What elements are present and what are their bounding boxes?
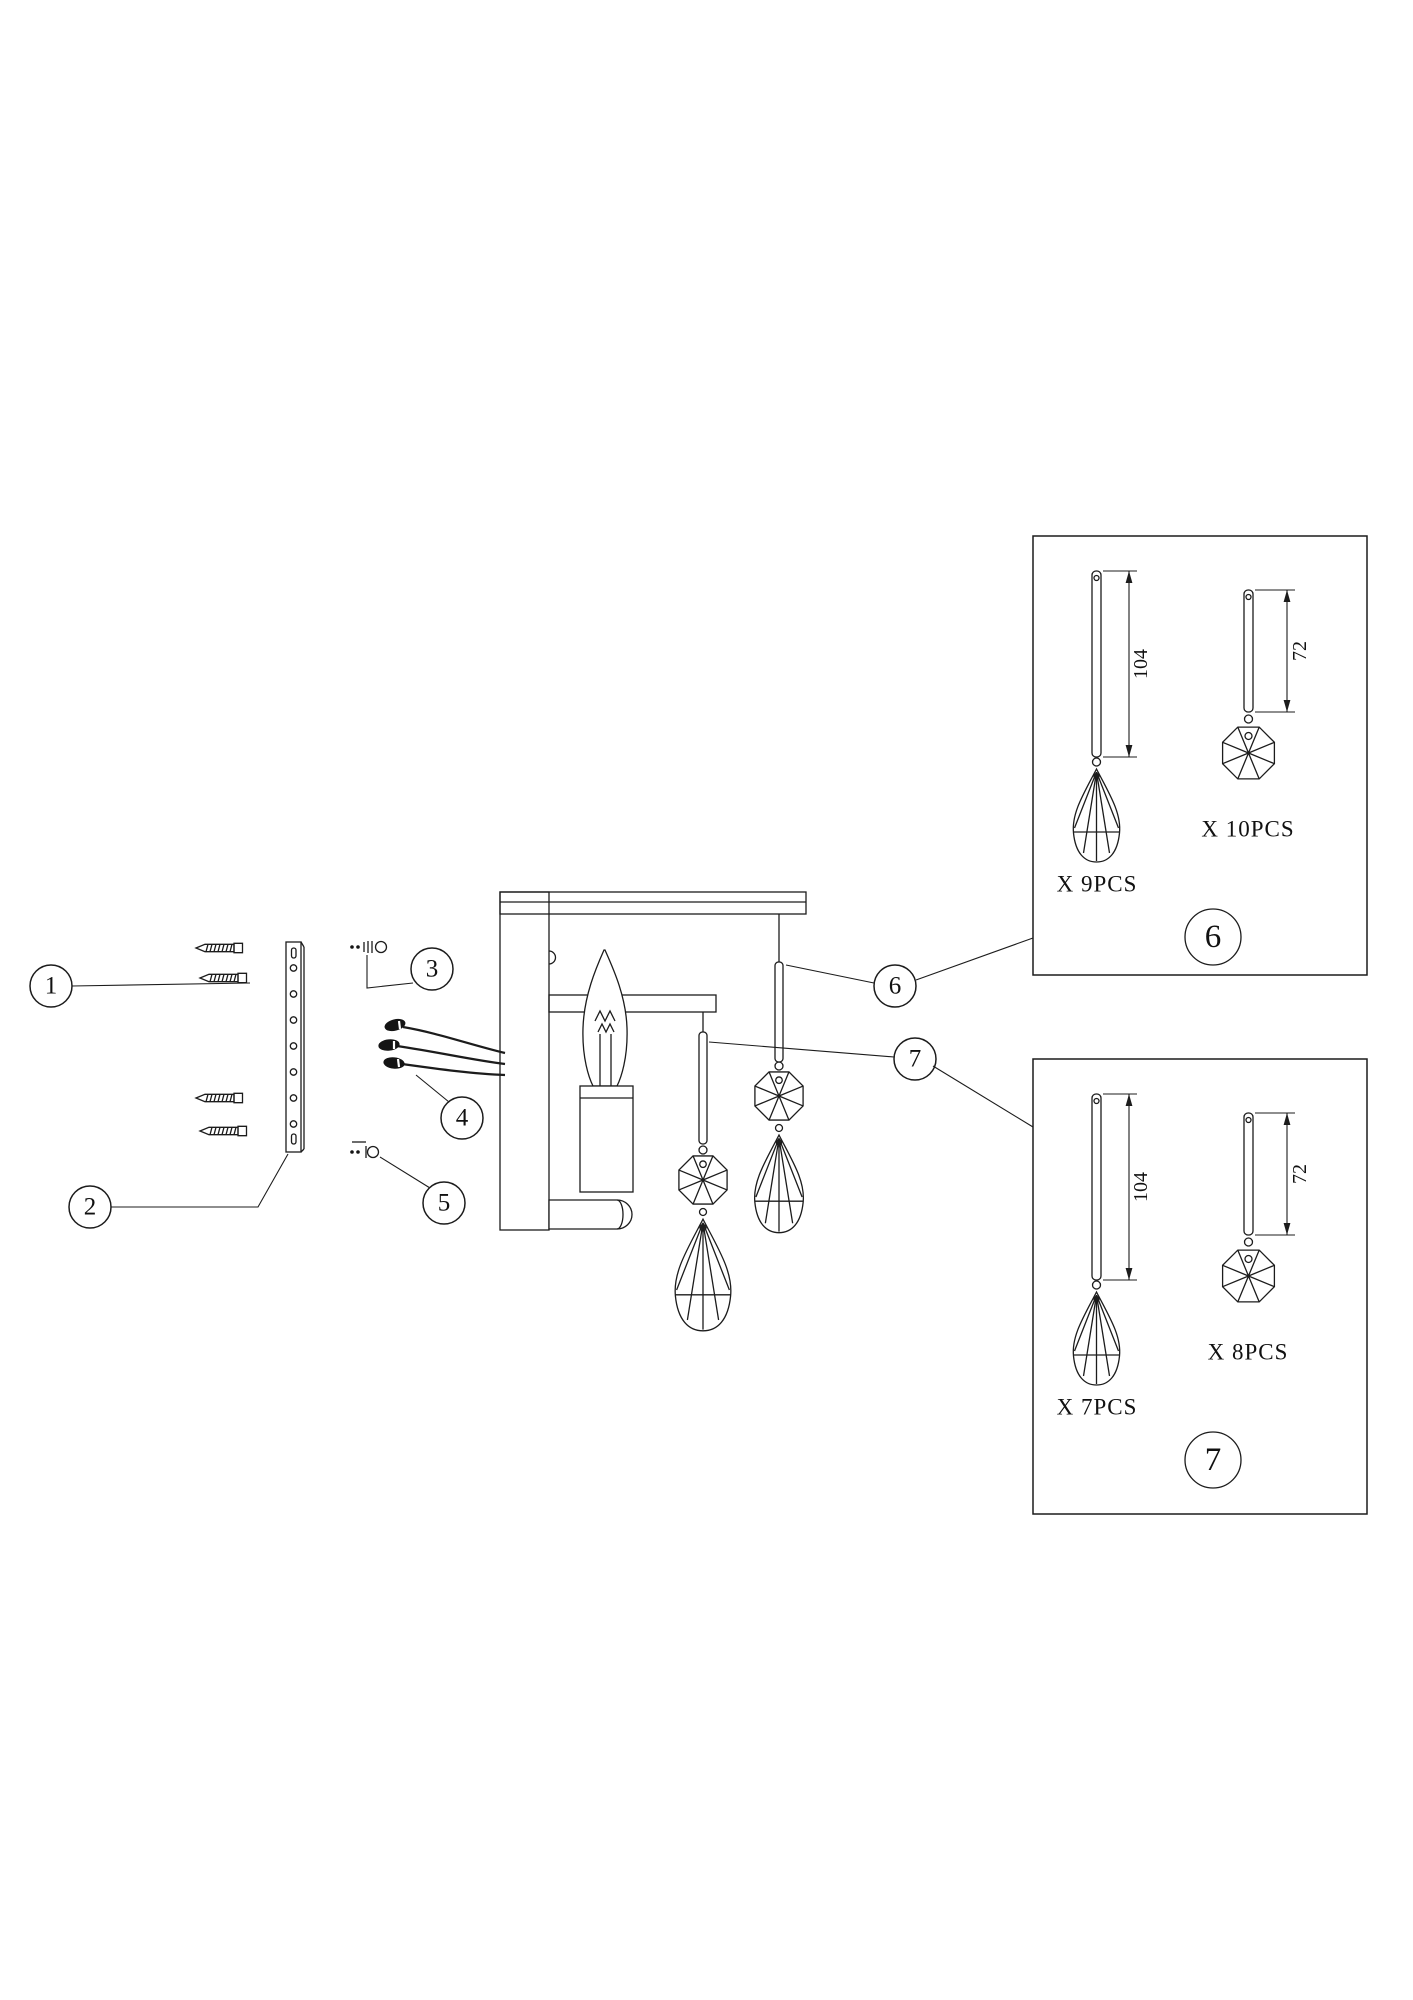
small-screw-item-5	[350, 1141, 380, 1159]
octagon-crystal-icon	[678, 1155, 728, 1205]
pendant-hook	[1091, 757, 1102, 767]
wire-connectors	[378, 1018, 506, 1077]
pendant-hook	[1243, 714, 1254, 724]
screw-head	[374, 940, 388, 954]
callout-5-label: 5	[438, 1190, 451, 1217]
bracket-hole	[289, 1068, 298, 1076]
wall-anchor-icon	[199, 1125, 248, 1137]
callout-4: 4	[440, 1096, 484, 1140]
wire-connector-tip	[384, 1018, 406, 1032]
pendant-hook	[774, 1123, 784, 1133]
callout-2-label: 2	[84, 1194, 97, 1221]
callout-7-label: 7	[909, 1046, 922, 1073]
wall-lamp-fixture	[499, 891, 807, 1231]
box7-label: 7	[1205, 1442, 1222, 1478]
callout-4-label: 4	[456, 1105, 469, 1132]
wire-connector-tip	[383, 1057, 405, 1069]
pendant-rod	[1091, 1093, 1102, 1281]
small-screw-item-3	[350, 940, 388, 954]
callout-5: 5	[422, 1181, 466, 1225]
bracket-slot	[290, 1133, 297, 1145]
box7-short-dimension: 72	[1255, 1112, 1311, 1236]
quantity-label: X 8PCS	[1208, 1340, 1289, 1365]
mounting-screws	[195, 942, 248, 1137]
callout-6: 6	[873, 964, 917, 1008]
screw-icon	[199, 972, 248, 984]
box7-label-balloon: 7	[1184, 1431, 1242, 1489]
callout-6-label: 6	[889, 973, 902, 1000]
detail-box-6: 104 X 9PCS 72 X 10PCS 6	[1032, 535, 1368, 976]
callout-3: 3	[410, 947, 454, 991]
detail-box-7-frame	[1032, 1058, 1368, 1515]
screw-head	[366, 1145, 380, 1159]
box7-long-pendant	[1072, 1093, 1121, 1386]
fixture-canopy	[499, 891, 807, 915]
fixture-bottom-tube	[548, 1199, 633, 1230]
bracket-hole	[289, 1120, 298, 1128]
pendant-hook	[774, 1061, 784, 1071]
wall-mounting-bracket	[285, 941, 305, 1153]
pendant-hook	[1243, 1237, 1254, 1247]
detail-box-6-frame	[1032, 535, 1368, 976]
pendant-rod	[698, 1031, 708, 1145]
bracket-plate	[285, 941, 302, 1153]
box7-long-dimension: 104	[1103, 1093, 1152, 1281]
bracket-hole	[289, 1016, 298, 1024]
callout-3-label: 3	[426, 956, 439, 983]
callout-1: 1	[29, 964, 73, 1008]
bulb-filament	[594, 1009, 616, 1023]
quantity-label: X 9PCS	[1057, 872, 1138, 897]
box7-short-pendant	[1221, 1112, 1276, 1303]
pendant-rod	[1091, 570, 1102, 758]
pendant-hook	[698, 1207, 708, 1217]
teardrop-crystal-icon	[674, 1218, 732, 1332]
dimension-label: 104	[1130, 1172, 1152, 1202]
octagon-crystal-icon	[1221, 1249, 1276, 1303]
teardrop-crystal-icon	[1072, 768, 1121, 863]
octagon-crystal-icon	[754, 1071, 804, 1121]
bracket-hole	[289, 1042, 298, 1050]
pendant-rod	[1243, 1112, 1254, 1236]
fixture-backplate	[499, 891, 550, 1231]
quantity-label: X 10PCS	[1201, 817, 1294, 842]
box6-label: 6	[1205, 919, 1222, 955]
wall-anchor-icon	[195, 1092, 244, 1104]
box6-long-dimension: 104	[1103, 570, 1152, 758]
bracket-hole	[289, 1094, 298, 1102]
teardrop-crystal-icon	[753, 1134, 805, 1234]
teardrop-crystal-icon	[1072, 1291, 1121, 1386]
dimension-label: 72	[1289, 641, 1311, 661]
pendant-hook	[698, 1145, 708, 1155]
callout-1-label: 1	[45, 973, 58, 1000]
box6-label-balloon: 6	[1184, 908, 1242, 966]
lamp-socket	[579, 1085, 634, 1193]
screw-icon	[195, 942, 244, 954]
backplate-boss	[548, 950, 557, 965]
pendant-hook	[1091, 1280, 1102, 1290]
bracket-hole	[289, 990, 298, 998]
callout-7: 7	[893, 1037, 937, 1081]
fixture-arm	[548, 994, 717, 1013]
bracket-hole	[289, 964, 298, 972]
bracket-slot	[290, 947, 297, 959]
box6-short-dimension: 72	[1255, 589, 1311, 713]
detail-box-7: 104 X 7PCS 72 X 8PCS 7	[1032, 1058, 1368, 1515]
box6-short-pendant	[1221, 589, 1276, 780]
fixture-pendant-left	[674, 1012, 732, 1332]
dimension-label: 72	[1289, 1164, 1311, 1184]
pendant-rod	[1243, 589, 1254, 713]
dimension-label: 104	[1130, 649, 1152, 679]
box6-long-pendant	[1072, 570, 1121, 863]
candle-bulb	[582, 949, 628, 1087]
wire-connector-tip	[378, 1039, 400, 1051]
quantity-label: X 7PCS	[1057, 1395, 1138, 1420]
callout-2: 2	[68, 1185, 112, 1229]
leader-lines	[71, 937, 1034, 1208]
fixture-pendant-right	[753, 914, 805, 1234]
octagon-crystal-icon	[1221, 726, 1276, 780]
